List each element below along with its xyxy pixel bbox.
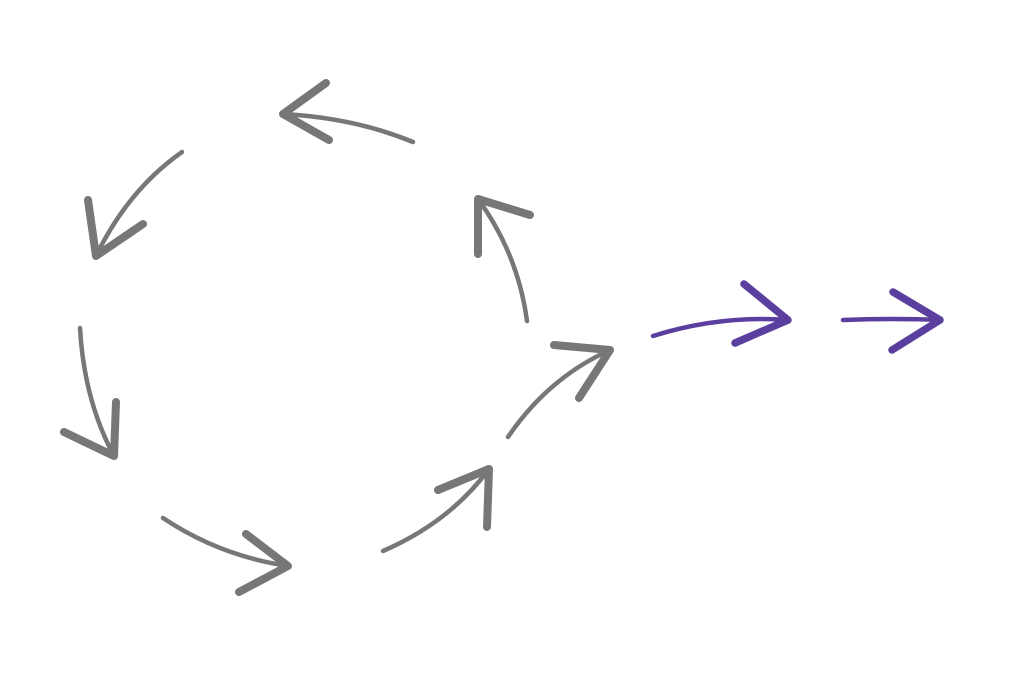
cycle-arrow-left (60, 325, 120, 460)
cycle-arrow-bottom-right (380, 465, 493, 554)
exit-arrow-2 (840, 288, 944, 354)
cycle-arrow-upper-left (84, 149, 185, 260)
cycle-arrow-right-lower (505, 341, 614, 440)
cycle-arrow-bottom-left (160, 515, 292, 596)
exit-arrow-1 (650, 280, 792, 347)
cycle-arrow-top (279, 79, 416, 145)
cycle-arrow-right-upper (474, 195, 534, 324)
